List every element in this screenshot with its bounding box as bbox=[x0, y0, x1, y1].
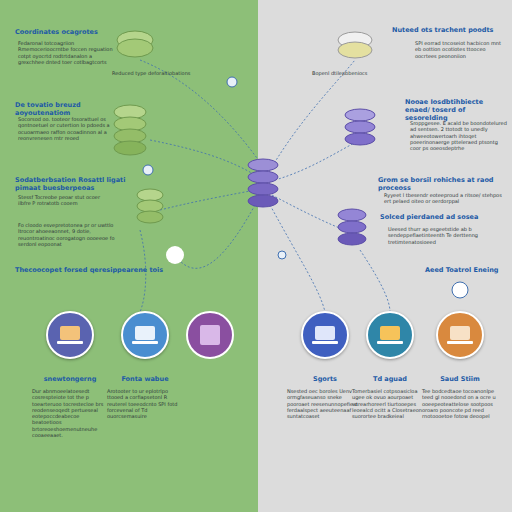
circle-caption: Fonta wabue bbox=[107, 375, 183, 383]
section-heading: Coordinates ocagrotes bbox=[15, 28, 125, 36]
feature-circle: SgortsNsested oec boroles Uenv ormgfaseu… bbox=[287, 311, 363, 419]
section-note: Ueesed thurr ap esgeetstide ab b sendepp… bbox=[388, 226, 498, 245]
feature-circle: Saud StiimTee bodcedtaoe tocoanonlpe tee… bbox=[422, 311, 498, 419]
circle-icon bbox=[123, 313, 167, 357]
decor-disc bbox=[187, 312, 233, 358]
wire bbox=[270, 205, 325, 312]
stack-disc bbox=[248, 159, 278, 171]
section-note: Stessf Tocreobe peoar stut ocoer ilbfre … bbox=[18, 194, 110, 207]
section-note: Bopenl dtilepbbeniocs bbox=[312, 70, 397, 76]
circle-caption: Sgorts bbox=[287, 375, 363, 383]
section-heading: Grom se borsil rohiches at raod proceoss bbox=[378, 176, 508, 192]
dotted-wires bbox=[140, 60, 390, 312]
node-dot bbox=[452, 282, 468, 298]
stack-disc bbox=[117, 39, 153, 57]
section-heading: Nuteed ots trachent poodts bbox=[392, 26, 507, 34]
section-note: Fo cloodo esvepretotonea pr or uwttlo lt… bbox=[18, 222, 128, 247]
feature-circle: Td aguadTomerbasiel cotpsoasicloa ugee o… bbox=[352, 311, 428, 419]
circle-caption: Td aguad bbox=[352, 375, 428, 383]
icon-screen bbox=[450, 326, 470, 340]
section-note: Sroppgesee. E acald be boondotelured ad … bbox=[410, 120, 507, 151]
circle-caption: Saud Stiim bbox=[422, 375, 498, 383]
wire bbox=[270, 60, 355, 170]
stack-disc bbox=[345, 121, 375, 133]
circle-body: Tee bodcedtaoe tocoanonlpe teed gl nooed… bbox=[422, 388, 498, 419]
stack-disc bbox=[137, 189, 163, 201]
section-heading: Solced pierdaned ad sosea bbox=[380, 213, 490, 221]
stack-disc bbox=[338, 209, 366, 221]
circle-icon bbox=[438, 313, 482, 357]
stack-disc bbox=[248, 195, 278, 207]
node-dot bbox=[143, 165, 153, 175]
icon-base bbox=[447, 341, 473, 344]
icon-screen bbox=[60, 326, 80, 340]
circle-body: Dur abnmoeelatoesedt cosrespteiote tot t… bbox=[32, 388, 108, 438]
node-dot bbox=[227, 77, 237, 87]
circle-body: Tomerbasiel cotpsoasicloa ugee ok ovuo a… bbox=[352, 388, 428, 419]
stack-disc bbox=[137, 200, 163, 212]
stack-disc bbox=[248, 171, 278, 183]
wire bbox=[275, 140, 360, 180]
section-note: SPI eorrad tncoseiot hacbicon mnt eb oot… bbox=[415, 40, 507, 59]
icon-base bbox=[132, 341, 158, 344]
section-note: Fedaronal totcoagriion Rmemocerioocrntbe… bbox=[18, 40, 113, 65]
feature-circle: Fonta wabueArotooter to ur eplotrlpo tto… bbox=[107, 311, 183, 419]
circle-shape bbox=[46, 311, 94, 359]
icon-screen bbox=[315, 326, 335, 340]
green-panel bbox=[0, 0, 258, 512]
white-splash bbox=[166, 246, 184, 264]
section-heading: Nooae Iosdbtihbiecte enaed/ toserd of se… bbox=[405, 98, 510, 122]
circle-body: Nsested oec boroles Uenv ormgfaseuanso s… bbox=[287, 388, 363, 419]
section-heading: De tovatio breuzd aoyoutenatiom bbox=[15, 101, 115, 117]
green-stacks bbox=[114, 31, 237, 264]
disc-icon bbox=[200, 325, 220, 345]
section-heading: Thecoocopet forsed qeresippearene tois bbox=[15, 266, 165, 274]
grey-panel bbox=[258, 0, 512, 512]
icon-screen bbox=[135, 326, 155, 340]
section-note: Socorsod oo. tooteor fosorattuel os qont… bbox=[18, 116, 113, 141]
stack-disc bbox=[338, 221, 366, 233]
wire bbox=[160, 190, 255, 210]
section-note: Reduced type deforaltiobations bbox=[112, 70, 202, 76]
wire bbox=[175, 205, 255, 268]
icon-base bbox=[312, 341, 338, 344]
circle-caption: snewtongerng bbox=[32, 375, 108, 383]
section-heading: Sodatberbsation Rosattl ligati pimaat bu… bbox=[15, 176, 130, 192]
stack-disc bbox=[248, 183, 278, 195]
icon-screen bbox=[380, 326, 400, 340]
feature-circle: snewtongerngDur abnmoeelatoesedt cosresp… bbox=[32, 311, 108, 438]
wire bbox=[150, 140, 255, 175]
stack-disc bbox=[338, 233, 366, 245]
circle-shape bbox=[366, 311, 414, 359]
circle-body: Arotooter to ur eplotrlpo ttooed a corfi… bbox=[107, 388, 183, 419]
icon-base bbox=[57, 341, 83, 344]
stack-disc bbox=[345, 109, 375, 121]
stack-disc bbox=[345, 133, 375, 145]
node-dot bbox=[278, 251, 286, 259]
stack-disc bbox=[338, 42, 372, 58]
section-heading: Aeed Toatrol Eneing bbox=[425, 266, 510, 274]
wire bbox=[360, 250, 390, 312]
circle-shape bbox=[301, 311, 349, 359]
circle-icon bbox=[303, 313, 347, 357]
circle-shape bbox=[121, 311, 169, 359]
circle-icon bbox=[48, 313, 92, 357]
purple-stacks bbox=[248, 32, 468, 298]
circle-icon bbox=[368, 313, 412, 357]
circle-shape bbox=[436, 311, 484, 359]
stack-disc bbox=[137, 211, 163, 223]
icon-base bbox=[377, 341, 403, 344]
stack-disc bbox=[114, 141, 146, 155]
section-note: Ryyeet l tbesendr eoteeproud a ritsoe/ s… bbox=[384, 192, 504, 205]
